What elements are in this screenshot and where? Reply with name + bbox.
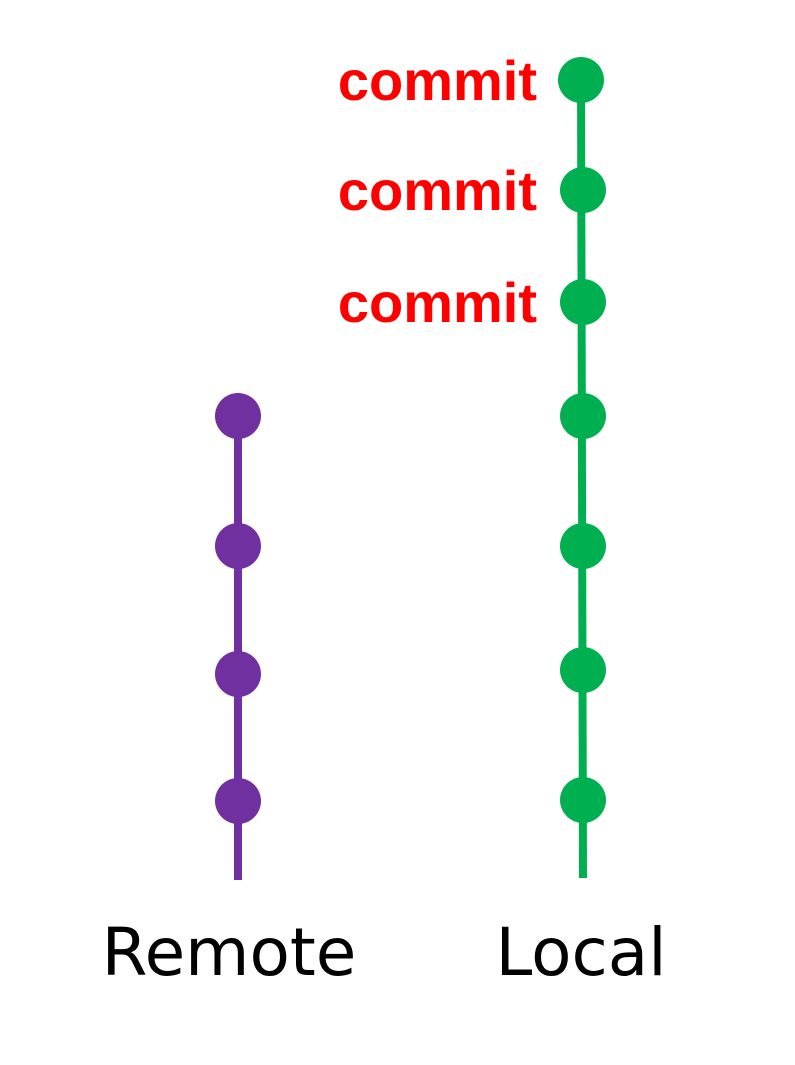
commit-label: commit (338, 49, 537, 112)
remote-commit-node (215, 523, 261, 569)
commit-label: commit (338, 271, 537, 334)
remote-commit-node (215, 778, 261, 824)
commit-label: commit (338, 159, 537, 222)
remote-branch-label: Remote (102, 914, 357, 991)
local-commit-node (560, 523, 606, 569)
local-commit-node (560, 393, 606, 439)
local-new-commit-node (560, 167, 606, 213)
local-commit-node (560, 777, 606, 823)
local-commit-node (560, 647, 606, 693)
local-new-commit-node (560, 279, 606, 325)
local-branch-line (577, 79, 587, 879)
local-branch-label: Local (495, 914, 666, 991)
local-new-commit-node (558, 57, 604, 103)
remote-commit-node (215, 393, 261, 439)
remote-commit-node (215, 651, 261, 697)
